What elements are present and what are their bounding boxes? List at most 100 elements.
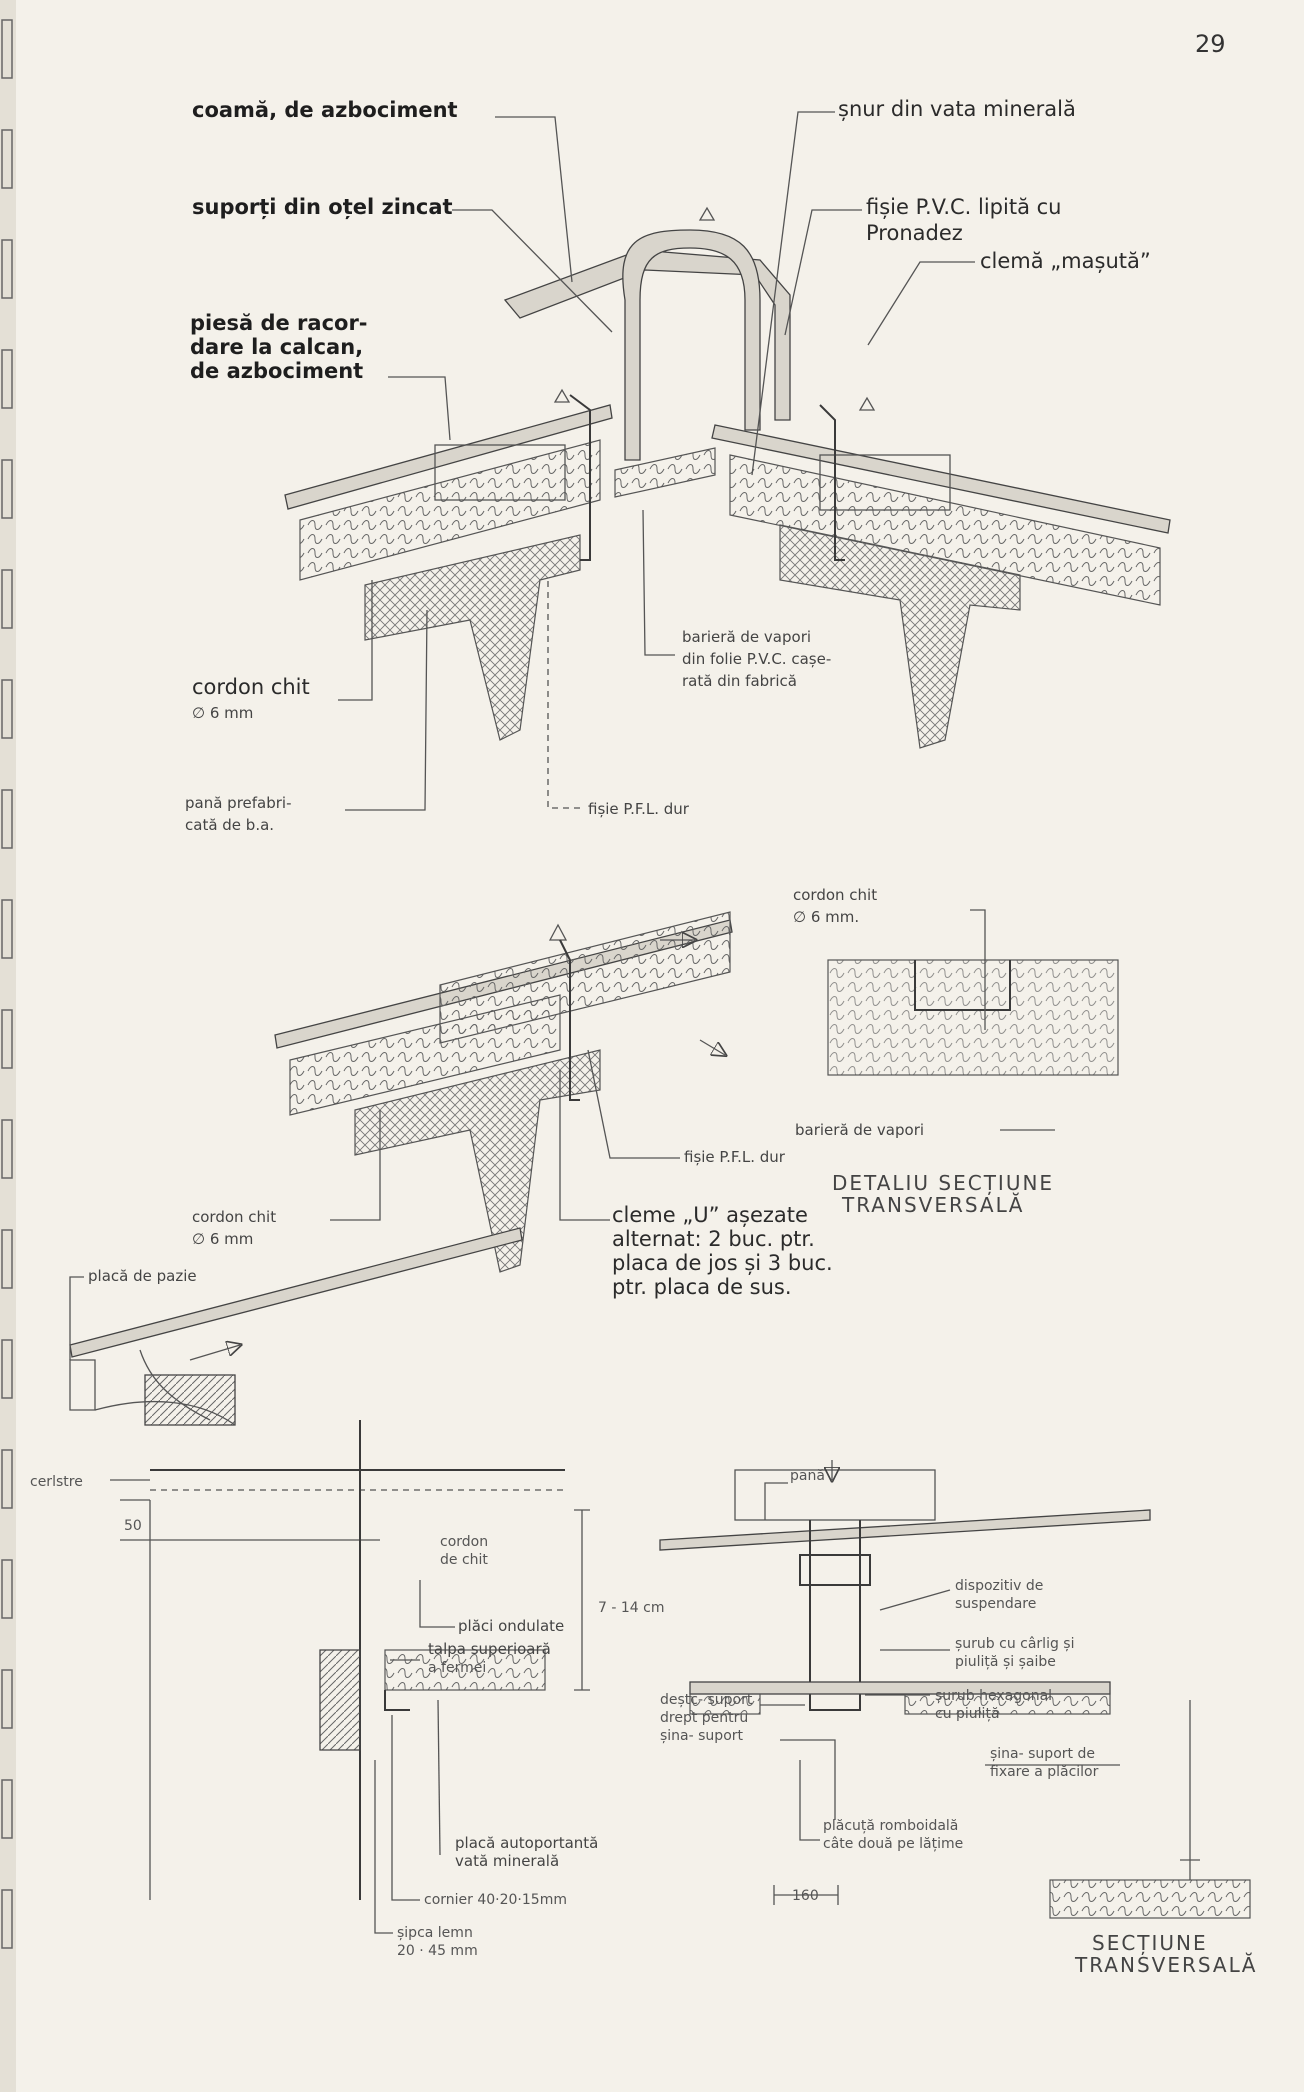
leader-cordon-2 xyxy=(330,1110,381,1221)
leader-bariera xyxy=(642,509,675,656)
leader-placi-ondulate xyxy=(419,1580,455,1628)
leader-cornier xyxy=(391,1715,420,1901)
ceiling-wool-panel xyxy=(384,1649,546,1691)
label-piesa-2: dare la calcan, xyxy=(190,335,363,359)
leader-snur xyxy=(751,111,835,476)
leader-fisie-pfl xyxy=(547,580,580,809)
inset-joint xyxy=(914,960,1011,1011)
label-dispozitiv-1: dispozitiv de xyxy=(955,1578,1043,1594)
inset2-title-2: TRANSVERSALĂ xyxy=(1074,1953,1257,1977)
label-inset-bariera: barieră de vapori xyxy=(795,1121,924,1139)
purlin-middle xyxy=(354,1049,601,1273)
leader-clema xyxy=(867,261,975,346)
label-inset-cordon-1: cordon chit xyxy=(793,886,877,904)
leader-coama xyxy=(495,116,573,283)
cornier xyxy=(384,1690,410,1711)
label-placa-auto-1: placă autoportantă xyxy=(455,1834,598,1852)
label-cordon-left-2: ∅ 6 mm xyxy=(192,1230,253,1248)
label-sina-1: șina- suport de xyxy=(990,1746,1095,1762)
ceiling-panel-left xyxy=(689,1693,761,1715)
suspension-section-inset: SECȚIUNE TRANSVERSALĂ xyxy=(1049,1700,1257,1977)
label-dim-height: 7 - 14 cm xyxy=(598,1600,664,1616)
screw-head xyxy=(799,1554,871,1586)
inset2-title-1: SECȚIUNE xyxy=(1092,1931,1208,1955)
label-clema: clemă „mașută” xyxy=(980,249,1151,273)
bolt-left xyxy=(553,388,571,403)
leader-cleme xyxy=(559,1070,610,1221)
label-cleme-4: ptr. placa de sus. xyxy=(612,1275,792,1299)
label-deste-2: drept pentru xyxy=(660,1710,748,1726)
mineral-wool-panel-right xyxy=(729,454,1161,606)
leader-pana-4 xyxy=(764,1482,788,1520)
label-placa-auto-2: vată minerală xyxy=(455,1852,559,1870)
label-sipca-1: șipca lemn xyxy=(397,1925,473,1941)
label-cleme-2: alternat: 2 buc. ptr. xyxy=(612,1227,815,1251)
binder-strip xyxy=(0,0,16,2092)
label-cordon-2: ∅ 6 mm xyxy=(192,704,253,722)
label-dim-50: 50 xyxy=(124,1518,142,1534)
leader-inset-cordon xyxy=(970,909,986,1030)
u-clip xyxy=(559,939,580,1101)
purlin-left xyxy=(364,534,581,741)
label-bariera-2: din folie P.V.C. cașe- xyxy=(682,650,831,668)
label-cleme-1: cleme „U” așezate xyxy=(612,1203,808,1227)
panel-joint-detail: cordon chit ∅ 6 mm. barieră de vapori DE… xyxy=(192,886,1119,1299)
label-fisie-pvc-1: fișie P.V.C. lipită cu xyxy=(866,195,1061,219)
label-cornier: cornier 40·20·15mm xyxy=(424,1892,567,1908)
ceiling-panel-right xyxy=(904,1693,1111,1715)
bolt-middle xyxy=(548,923,568,941)
label-dispozitiv-2: suspendare xyxy=(955,1596,1036,1612)
dim-50-ticks xyxy=(120,1499,150,1541)
ridge-wool-strip xyxy=(614,447,716,498)
eave-fascia-detail: placă de pazie cerlstre plăci ondulate t… xyxy=(30,1227,664,1959)
clip-left xyxy=(569,394,591,561)
label-placuta-1: plăcuță romboidală xyxy=(823,1818,958,1834)
label-cosoroaba: cerlstre xyxy=(30,1474,83,1490)
label-pana-2: cată de b.a. xyxy=(185,816,274,834)
corrugated-sheet-left xyxy=(284,404,613,510)
label-suporti: suporți din oțel zincat xyxy=(192,195,453,220)
lower-wool-panel xyxy=(289,994,561,1116)
clip-right xyxy=(819,404,845,561)
leader-piesa xyxy=(388,376,451,441)
flashing-curve xyxy=(139,1349,211,1421)
flashing-piece-right xyxy=(819,454,951,511)
label-fisie-pvc-2: Pronadez xyxy=(866,221,963,245)
leader-fisie-pvc xyxy=(784,209,862,336)
purlin-right xyxy=(779,524,1021,749)
inset2-wool xyxy=(1049,1879,1251,1919)
label-surub-hex-1: șurub hexagonal xyxy=(935,1688,1052,1704)
label-dim-160: 160 xyxy=(792,1888,819,1904)
label-piesa-1: piesă de racor- xyxy=(190,311,368,335)
ridge-cap xyxy=(503,249,791,421)
inset-wool-block xyxy=(827,959,1119,1076)
bolt-right xyxy=(858,396,876,411)
flashing-curve-2 xyxy=(94,1400,236,1426)
label-bariera-1: barieră de vapori xyxy=(682,628,811,646)
leader-sipca xyxy=(374,1760,393,1934)
inset-title-1: DETALIU SECȚIUNE xyxy=(832,1171,1054,1195)
label-placuta-2: câte două pe lățime xyxy=(823,1836,963,1852)
suspension-detail: SECȚIUNE TRANSVERSALĂ pană dispozitiv de… xyxy=(659,1460,1257,1977)
label-piesa-3: de azbociment xyxy=(190,359,363,383)
label-talpa-1: talpa superioară xyxy=(428,1640,551,1658)
dim-height xyxy=(574,1509,590,1691)
mineral-wool-panel-left xyxy=(299,439,601,581)
leader-placa-auto xyxy=(437,1699,441,1856)
leader-pana xyxy=(345,609,428,811)
transverse-section-inset: cordon chit ∅ 6 mm. barieră de vapori DE… xyxy=(793,886,1119,1217)
label-snur: șnur din vata minerală xyxy=(838,97,1076,121)
page-number: 29 xyxy=(1195,30,1226,58)
label-sina-2: fixare a plăcilor xyxy=(990,1764,1099,1780)
label-inset-cordon-2: ∅ 6 mm. xyxy=(793,908,859,926)
leader-fisie-pfl-2 xyxy=(587,1049,680,1159)
label-deste-1: deștc- suport xyxy=(660,1692,753,1708)
flashing-piece-left xyxy=(434,444,566,501)
dim-160 xyxy=(773,1885,839,1905)
corrugated-sheet-suspension xyxy=(659,1509,1151,1551)
corrugated-sheet-eave xyxy=(69,1227,523,1358)
ridge-detail: coamă, de azbociment suporți din oțel zi… xyxy=(185,97,1171,834)
label-surub-cap-1: șurub cu cârlig și xyxy=(955,1636,1075,1652)
label-cordon-1: cordon chit xyxy=(192,675,310,699)
label-deste-3: șina- suport xyxy=(660,1728,744,1744)
